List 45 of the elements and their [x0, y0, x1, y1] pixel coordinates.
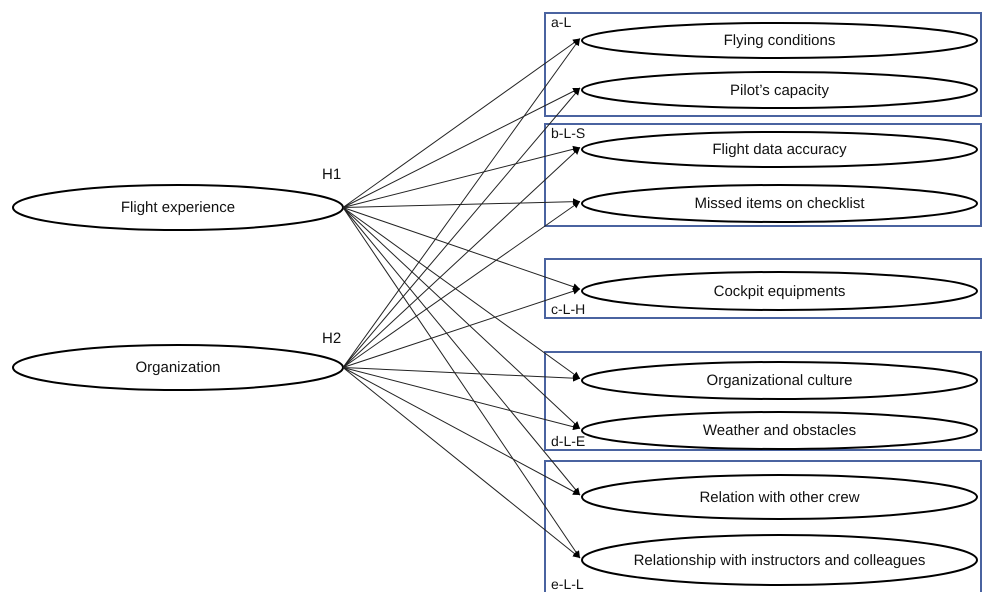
node-label: Relationship with instructors and colleagues	[634, 552, 926, 568]
arrow	[342, 207, 580, 496]
node-label: Flight data accuracy	[712, 141, 847, 158]
node-label: Relation with other crew	[699, 488, 860, 506]
group-label: b-L-S	[551, 125, 586, 141]
group-frame	[544, 123, 982, 227]
node-label: Pilot’s capacity	[730, 82, 829, 98]
node-label: Weather and obstacles	[702, 422, 856, 439]
oval-node	[582, 535, 977, 585]
node-label: Flying conditions	[724, 32, 836, 49]
arrow	[342, 367, 580, 496]
arrow	[342, 367, 580, 430]
node-label: Organization	[135, 359, 221, 376]
group-label: d-L-E	[551, 433, 586, 449]
node-label: Organizational culture	[706, 372, 852, 389]
oval-node	[582, 362, 977, 399]
arrow	[342, 198, 580, 208]
path-label: H2	[322, 330, 342, 347]
arrow	[342, 207, 580, 558]
node-label: Missed items on checklist	[694, 195, 865, 212]
oval-node	[582, 475, 977, 519]
oval-node	[582, 72, 977, 108]
arrow	[342, 367, 580, 382]
arrow	[342, 147, 580, 368]
group-label: c-L-H	[551, 301, 586, 317]
arrow	[342, 88, 580, 208]
arrow	[342, 288, 580, 368]
arrow	[342, 207, 580, 290]
path-label: H1	[322, 166, 342, 183]
group-frame	[544, 258, 982, 319]
group-frame	[544, 12, 982, 117]
group-frame	[544, 351, 982, 451]
node-label: Cockpit equipments	[714, 282, 846, 300]
oval-node	[13, 345, 343, 390]
oval-node	[582, 185, 977, 222]
arrow	[342, 367, 580, 558]
arrow	[342, 207, 580, 429]
arrow	[342, 38, 580, 208]
group-frame	[544, 460, 982, 592]
node-label: Flight experience	[120, 199, 236, 216]
oval-node	[582, 23, 977, 58]
group-label: a-L	[551, 14, 572, 30]
oval-node	[13, 185, 343, 230]
group-label: e-L-L	[551, 576, 584, 592]
arrow	[342, 146, 580, 208]
